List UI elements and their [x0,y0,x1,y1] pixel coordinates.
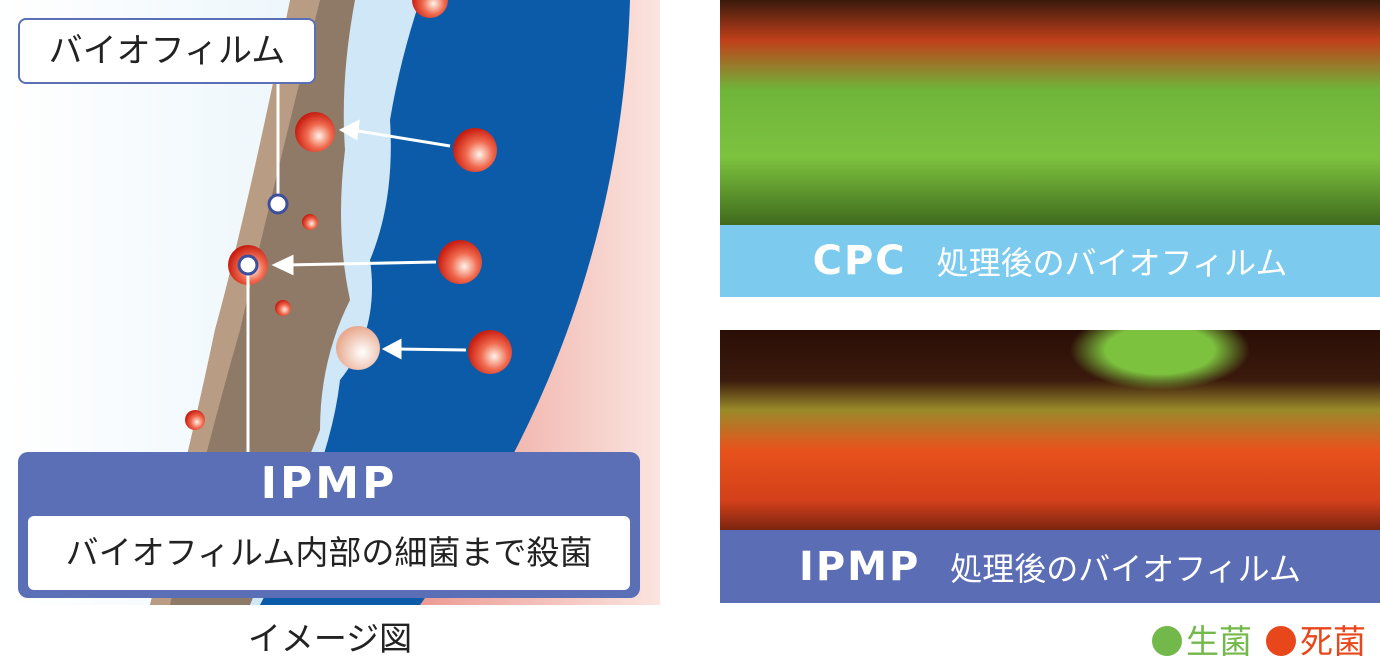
cpc-agent: CPC [812,238,907,284]
illustration-caption: イメージ図 [247,619,413,658]
ipmp-label: 処理後のバイオフィルム [950,549,1302,588]
legend-dead-label: 死菌 [1300,622,1366,661]
biofilm-label: バイオフィルム [18,18,316,84]
ipmp-callout: IPMP バイオフィルム内部の細菌まで殺菌 [18,452,640,598]
legend-live-label: 生菌 [1186,622,1252,661]
ipmp-agent: IPMP [798,543,921,590]
legend-dead: 死菌 [1266,615,1366,663]
ipmp-description: バイオフィルム内部の細菌まで殺菌 [28,516,630,590]
cpc-micrograph [720,0,1380,225]
cpc-caption-bar: CPC 処理後のバイオフィルム [720,225,1380,297]
red-dot-icon [1266,626,1296,656]
cpc-label: 処理後のバイオフィルム [936,244,1288,282]
ipmp-micrograph [720,330,1380,530]
legend-live: 生菌 [1152,615,1252,663]
green-dot-icon [1152,626,1182,656]
ipmp-title: IPMP [260,458,398,509]
ipmp-caption-bar: IPMP 処理後のバイオフィルム [720,530,1380,603]
legend: 生菌 死菌 [1152,615,1366,663]
